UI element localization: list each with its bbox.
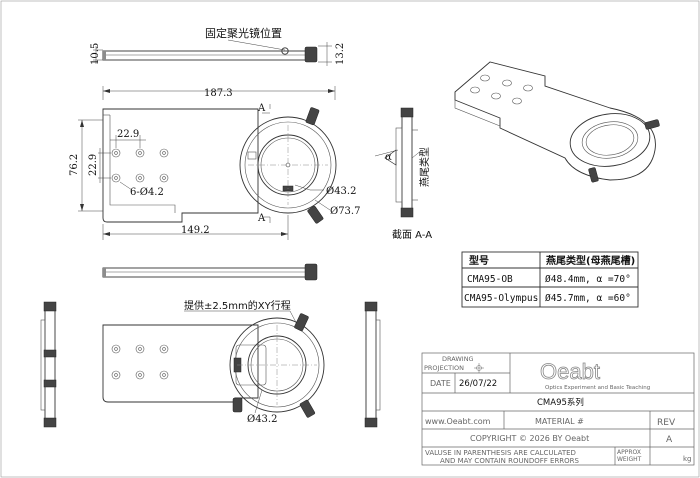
dim-hole-pitch-y: 22.9 [88,154,99,176]
date-value: 26/07/22 [459,379,497,389]
left-end-view [40,301,57,428]
top-plan-view: 187.3 22.9 [69,86,360,240]
weight-label: WEIGHT [617,456,642,463]
series-name: CMA95系列 [537,397,584,408]
weight-unit: kg [683,455,692,463]
table-row-2-dovetail: Ø45.7mm, α =60° [545,293,631,304]
section-aa-view: α 燕尾类型 截面 A-A [374,107,432,241]
projection-label: PROJECTION [424,364,464,372]
section-mark-top: A [257,103,266,114]
material-label: MATERIAL # [535,417,584,426]
dovetail-table: 型号 燕尾类型(母燕尾槽) CMA95-OB Ø48.4mm, α =70° C… [461,251,639,308]
rev-label: REV [657,418,676,428]
dim-center-dist: 149.2 [181,225,210,236]
approx-label: APPROX [617,449,641,456]
bottom-side-view [102,263,318,281]
rev-value: A [666,435,673,445]
table-header-model: 型号 [469,254,489,267]
dim-height: 76.2 [69,154,80,176]
note-line-2: AND MAY CONTAIN ROUNDOFF ERRORS [440,457,580,465]
section-mark-bottom: A [257,213,266,224]
top-side-view: 固定聚光镜位置 10.5 13.2 [90,26,346,66]
dim-side-right: 13.2 [335,43,346,65]
mount-holes [111,148,169,183]
table-row-2-model: CMA95-Olympus [464,293,538,304]
copyright: COPYRIGHT © 2026 BY Oeabt [470,434,589,443]
title-block: DRAWING PROJECTION DATE 26/07/22 Oeabt O… [421,352,695,466]
projection-symbol-icon [474,363,484,373]
fixed-focus-label: 固定聚光镜位置 [205,26,282,40]
dim-holes: 6-Ø4.2 [130,187,164,198]
bottom-holes [111,344,169,380]
dim-side-left: 10.5 [90,43,101,65]
xy-travel-label: 提供±2.5mm的XY行程 [184,299,291,312]
dim-bottom-dia: Ø43.2 [247,414,277,425]
dim-hole-pitch-x: 22.9 [117,129,139,140]
dim-inner-dia: Ø43.2 [326,186,356,197]
table-row-1-model: CMA95-OB [467,274,513,285]
logo-tagline: Optics Experiment and Basic Teaching [545,385,650,391]
alpha-symbol: α [385,152,392,163]
table-header-dovetail: 燕尾类型(母燕尾槽) [546,254,635,267]
table-row-1-dovetail: Ø48.4mm, α =70° [545,274,631,285]
section-label: 截面 A-A [392,228,432,241]
dim-outer-dia: Ø73.7 [330,206,360,217]
oeabt-logo: Oeabt Optics Experiment and Basic Teachi… [540,359,651,391]
logo-text: Oeabt [540,359,600,384]
dim-total-length: 187.3 [204,88,233,99]
bottom-plan-view: 提供±2.5mm的XY行程 Ø43.2 [102,299,325,425]
isometric-view [454,61,660,183]
dovetail-label: 燕尾类型 [418,147,431,187]
date-label: DATE [430,379,451,388]
note-line-1: VALUSE IN PARENTHESIS ARE CALCULATED [425,449,576,457]
drawing-label: DRAWING [442,355,474,363]
iso-holes [470,74,533,105]
website: www.Oeabt.com [425,417,491,426]
right-end-view [364,301,381,428]
